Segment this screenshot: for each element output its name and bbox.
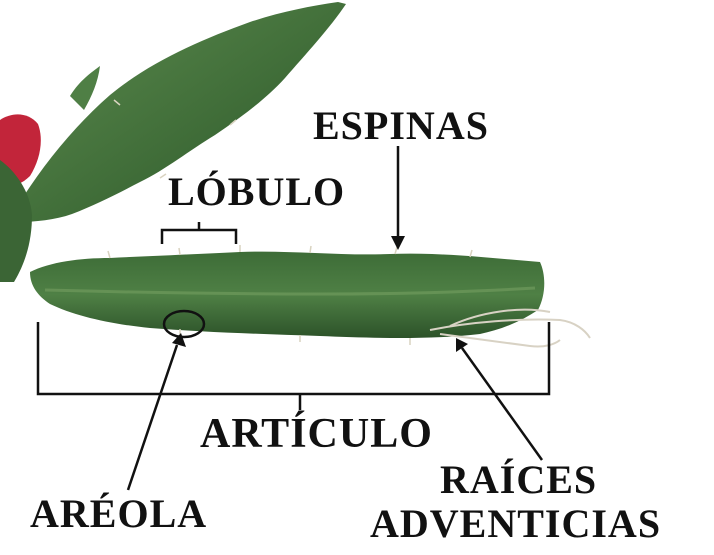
espinas-arrow xyxy=(391,146,405,250)
articulo-bracket xyxy=(38,322,549,410)
lobulo-bracket xyxy=(162,222,236,244)
raices-label-line1: RAÍCES xyxy=(440,460,597,500)
areola-arrow xyxy=(128,333,186,490)
espinas-label: ESPINAS xyxy=(313,106,489,146)
raices-label-line2: ADVENTICIAS xyxy=(370,504,661,544)
articulo-label: ARTÍCULO xyxy=(200,413,433,455)
lobulo-label: LÓBULO xyxy=(168,172,345,212)
raices-arrow xyxy=(456,338,542,460)
areola-label: ARÉOLA xyxy=(30,494,207,534)
upper-left-spur xyxy=(70,66,100,110)
